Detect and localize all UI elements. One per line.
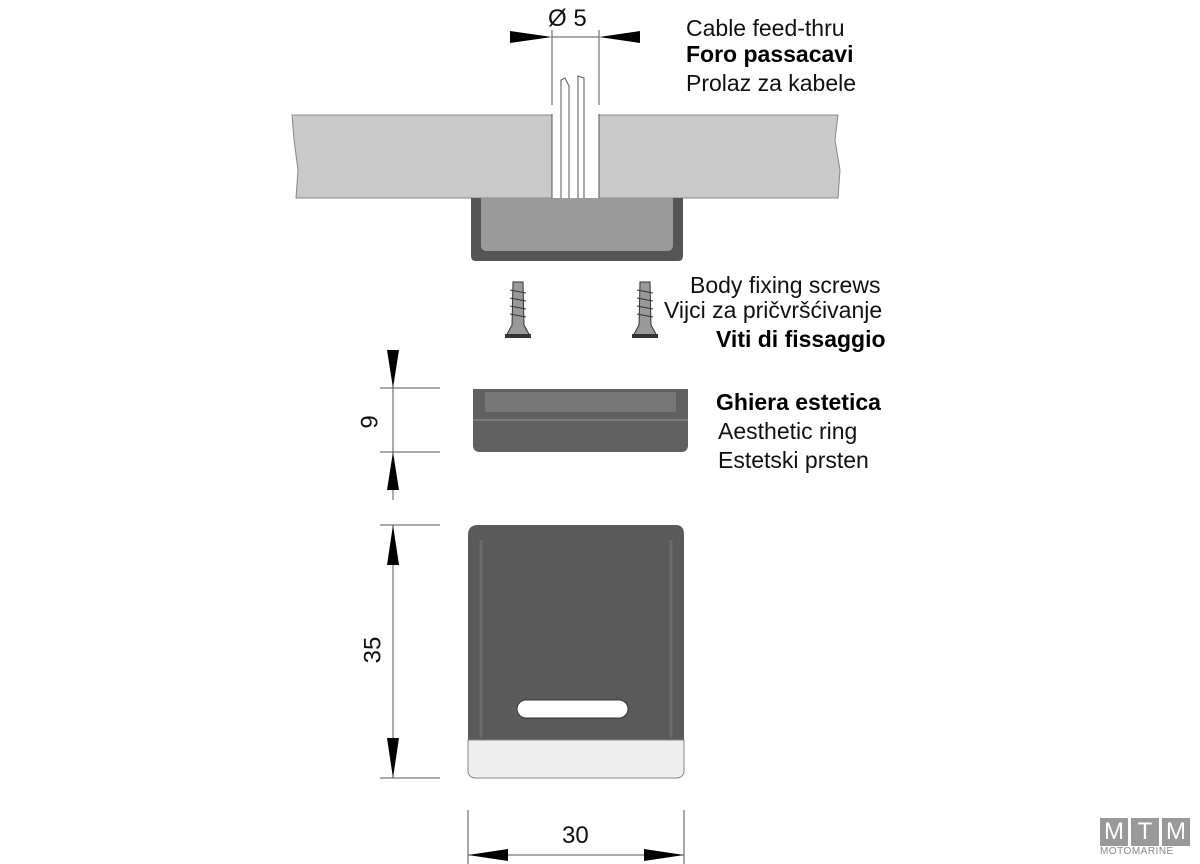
light-slot — [516, 699, 629, 719]
logo-name: MOTOMARINE — [1100, 846, 1174, 857]
logo-letter: M — [1100, 818, 1128, 846]
cable-label-it: Foro passacavi — [686, 41, 854, 67]
cable-hole — [552, 114, 599, 199]
screws-label-en: Body fixing screws — [690, 272, 881, 298]
width-label: 30 — [562, 822, 589, 849]
screw-right — [632, 281, 658, 338]
ring-label-en: Aesthetic ring — [718, 418, 858, 444]
cable — [560, 75, 585, 198]
ring-label-it: Ghiera estetica — [716, 389, 881, 415]
hole-diameter-label: Ø 5 — [548, 5, 587, 32]
ring-label-hr: Estetski prsten — [718, 447, 869, 473]
cable-label-hr: Prolaz za kabele — [686, 70, 857, 96]
cable-label-en: Cable feed-thru — [686, 15, 845, 41]
ring-height-label: 9 — [356, 415, 384, 429]
screws-label-hr: Vijci za pričvršćivanje — [664, 297, 883, 323]
body-height-label: 35 — [359, 636, 387, 664]
screws-label-it: Viti di fissaggio — [716, 326, 886, 352]
logo-letter: M — [1162, 818, 1190, 846]
screw-left — [505, 281, 531, 338]
logo-letter: T — [1131, 818, 1159, 846]
